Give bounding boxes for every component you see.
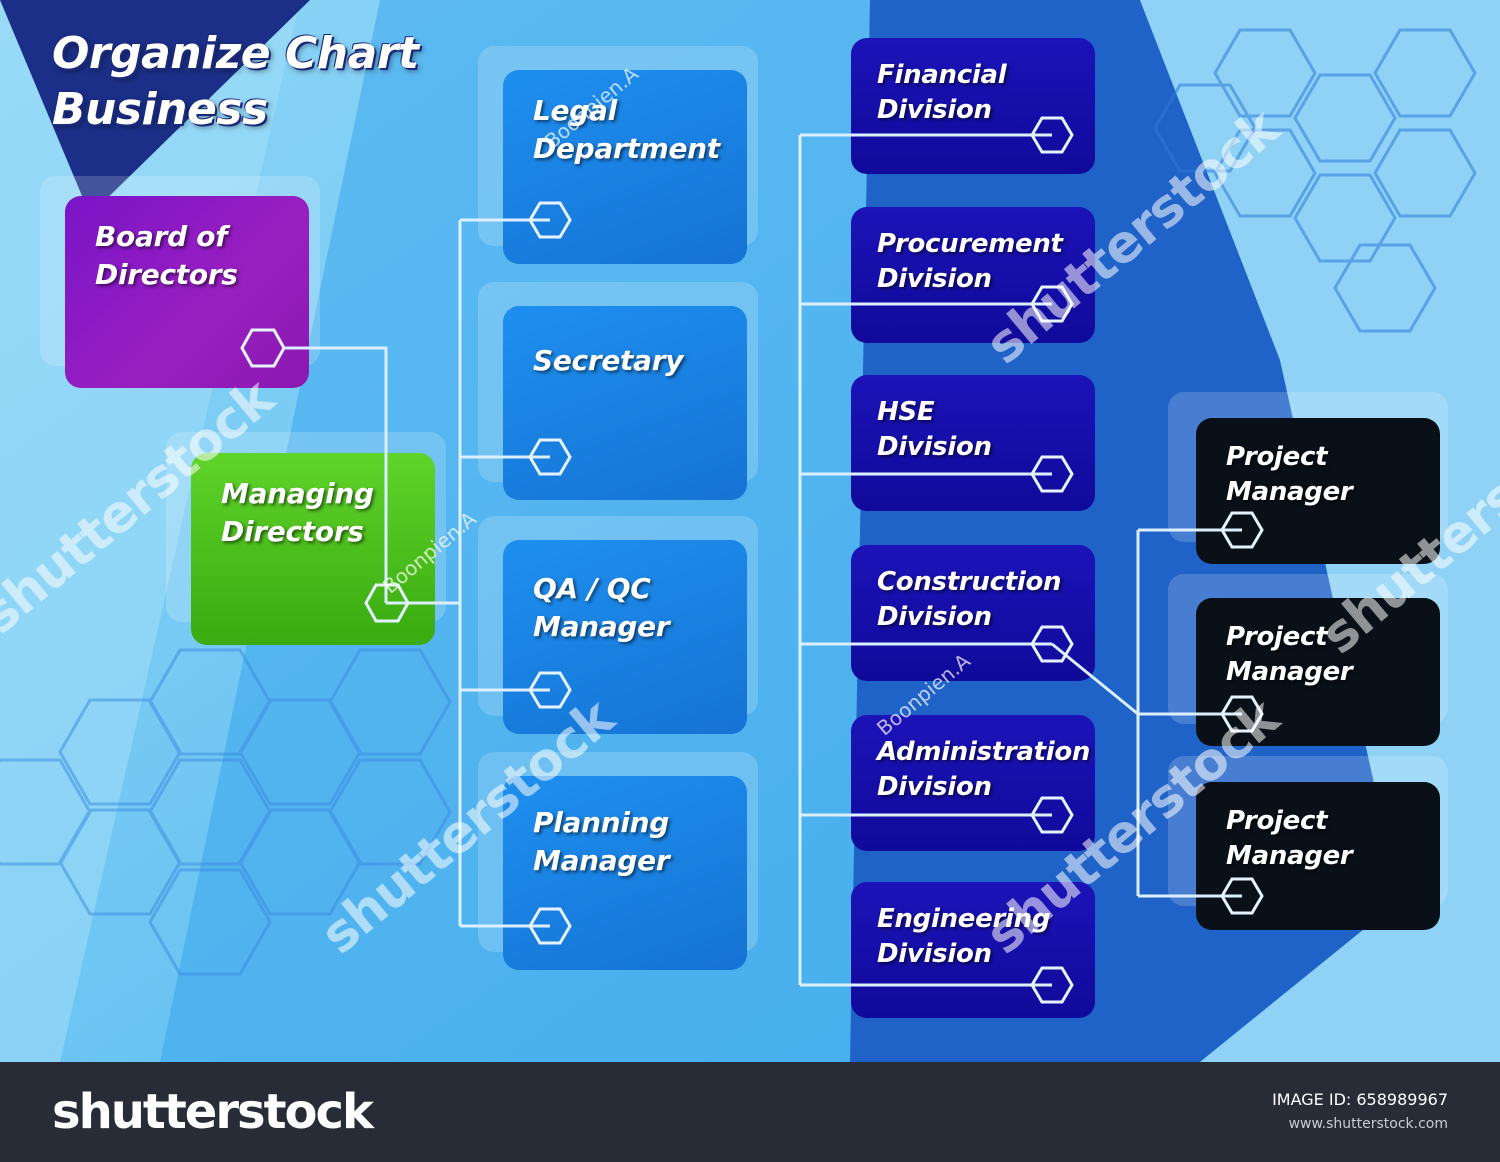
- image-id: IMAGE ID: 658989967: [1272, 1090, 1448, 1109]
- legal-department-label: Legal Department: [533, 94, 720, 165]
- procurement-division-label: Procurement Division: [877, 229, 1063, 294]
- construction-division-label: Construction Division: [877, 567, 1062, 632]
- engineering-division-label: Engineering Division: [877, 904, 1051, 969]
- financial-division-label: Financial Division: [877, 60, 1007, 125]
- project-manager-3-label: Project Manager: [1226, 806, 1353, 871]
- managing-directors-box: Managing Directors: [191, 453, 435, 645]
- shutterstock-logo[interactable]: shutterstock: [52, 1084, 374, 1140]
- project-manager-1-label: Project Manager: [1226, 442, 1353, 507]
- hse-division-box: HSE Division: [851, 375, 1095, 511]
- board-of-directors-label: Board of Directors: [95, 220, 238, 291]
- chart-title-line1: Organize Chart: [52, 28, 419, 79]
- managing-directors-label: Managing Directors: [221, 477, 374, 548]
- administration-division-label: Administration Division: [877, 737, 1091, 802]
- secretary-box: Secretary: [503, 306, 747, 500]
- project-manager-1-box: Project Manager: [1196, 418, 1440, 564]
- project-manager-2-label: Project Manager: [1226, 622, 1353, 687]
- chart-title: Organize Chart Business: [52, 26, 419, 138]
- construction-division-box: Construction Division: [851, 545, 1095, 681]
- project-manager-2-box: Project Manager: [1196, 598, 1440, 746]
- board-of-directors-box: Board of Directors: [65, 196, 309, 388]
- legal-department-box: Legal Department: [503, 70, 747, 264]
- site-url[interactable]: www.shutterstock.com: [1288, 1116, 1448, 1132]
- engineering-division-box: Engineering Division: [851, 882, 1095, 1018]
- hse-division-label: HSE Division: [877, 397, 992, 462]
- org-chart-artwork: Organize Chart Business Board of Directo…: [0, 0, 1500, 1062]
- project-manager-3-box: Project Manager: [1196, 782, 1440, 930]
- financial-division-box: Financial Division: [851, 38, 1095, 174]
- qaqc-manager-box: QA / QC Manager: [503, 540, 747, 734]
- planning-manager-label: Planning Manager: [533, 806, 670, 877]
- administration-division-box: Administration Division: [851, 715, 1095, 851]
- connector-lines: [240, 116, 1264, 1004]
- secretary-label: Secretary: [533, 344, 684, 377]
- stock-footer-bar: shutterstock IMAGE ID: 658989967 www.shu…: [0, 1062, 1500, 1162]
- planning-manager-box: Planning Manager: [503, 776, 747, 970]
- qaqc-manager-label: QA / QC Manager: [533, 572, 670, 643]
- chart-title-line2: Business: [52, 84, 268, 135]
